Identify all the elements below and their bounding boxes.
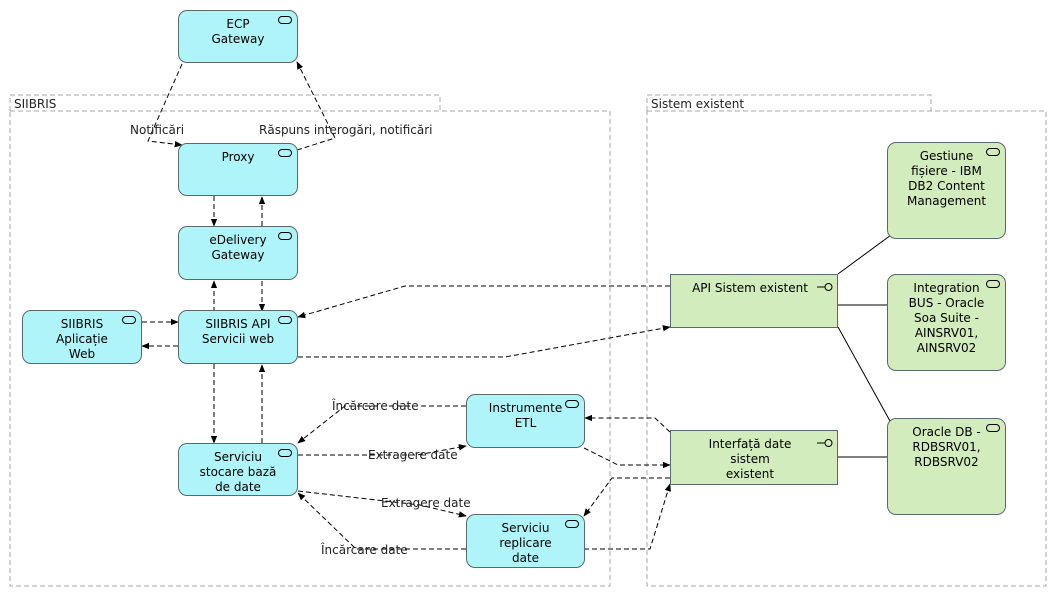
node-interface-existing-label: Interfață date sistem existent — [708, 437, 792, 481]
node-replication-service-label: Serviciu replicare date — [499, 521, 552, 565]
node-siibris-api-label: SIIBRIS API Servicii web — [201, 317, 275, 346]
service-icon — [986, 424, 1000, 432]
edge-label-raspuns: Răspuns interogări, notificări — [259, 123, 433, 137]
node-replication-service[interactable]: Serviciu replicare date — [466, 514, 585, 568]
node-ecp-gateway[interactable]: ECP Gateway — [178, 10, 298, 63]
edge-label-extragere-repl: Extragere date — [381, 496, 471, 510]
node-edelivery-gateway-label: eDelivery Gateway — [209, 233, 267, 262]
edge-ecp-to-proxy — [147, 63, 183, 148]
node-content-management[interactable]: Gestiune fișiere - IBM DB2 Content Manag… — [887, 142, 1006, 239]
interface-icon — [817, 439, 833, 447]
service-icon — [278, 16, 292, 24]
edge-iface-to-etl — [584, 414, 671, 433]
node-oracle-db-label: Oracle DB - RDBSRV01, RDBSRV02 — [912, 425, 981, 469]
group-title-existing: Sistem existent — [651, 97, 745, 111]
service-icon — [565, 400, 579, 408]
edge-label-extragere-etl: Extragere date — [368, 448, 458, 462]
group-siibris-frame — [9, 94, 611, 587]
node-integration-bus-label: Integration BUS - Oracle Soa Suite - AIN… — [908, 281, 985, 355]
edge-label-incarcare-repl: Încărcare date — [321, 543, 408, 557]
edge-api-to-apiext — [298, 325, 671, 358]
service-icon — [278, 449, 292, 457]
edge-label-notificari: Notificări — [130, 123, 185, 137]
node-proxy-label: Proxy — [221, 150, 255, 164]
service-icon — [565, 520, 579, 528]
node-content-management-label: Gestiune fișiere - IBM DB2 Content Manag… — [906, 149, 987, 208]
service-icon — [986, 148, 1000, 156]
service-icon — [122, 316, 136, 324]
node-storage-service[interactable]: Serviciu stocare bază de date — [178, 443, 298, 496]
node-etl-tools-label: Instrumente ETL — [488, 401, 563, 430]
node-api-existing[interactable]: API Sistem existent — [670, 274, 838, 328]
node-integration-bus[interactable]: Integration BUS - Oracle Soa Suite - AIN… — [887, 274, 1006, 371]
group-existing-frame — [646, 94, 1047, 587]
node-api-existing-label: API Sistem existent — [692, 281, 808, 295]
edge-etl-to-storage — [297, 405, 466, 444]
edge-etl-to-iface — [583, 447, 671, 469]
service-icon — [278, 149, 292, 157]
node-siibris-api[interactable]: SIIBRIS API Servicii web — [178, 310, 298, 364]
assoc-api-to-oracle — [837, 326, 891, 422]
node-proxy[interactable]: Proxy — [178, 143, 298, 196]
edge-repl-to-storage — [297, 492, 466, 550]
edge-iface-to-repl — [583, 477, 670, 517]
edge-repl-to-iface — [584, 483, 671, 550]
edge-label-incarcare-etl: Încărcare date — [332, 399, 419, 413]
group-title-siibris: SIIBRIS — [14, 97, 57, 111]
edge-storage-to-repl — [297, 490, 467, 518]
node-siibris-web-app-label: SIIBRIS Aplicație Web — [56, 317, 108, 361]
node-siibris-web-app[interactable]: SIIBRIS Aplicație Web — [22, 310, 142, 364]
edge-proxy-to-ecp — [296, 61, 336, 151]
interface-icon — [817, 283, 833, 291]
node-interface-existing[interactable]: Interfață date sistem existent — [670, 430, 838, 485]
node-edelivery-gateway[interactable]: eDelivery Gateway — [178, 226, 298, 280]
assoc-api-to-content — [837, 234, 892, 275]
edges — [141, 61, 671, 550]
node-ecp-gateway-label: ECP Gateway — [211, 17, 265, 46]
service-icon — [278, 232, 292, 240]
node-oracle-db[interactable]: Oracle DB - RDBSRV01, RDBSRV02 — [887, 418, 1006, 515]
service-icon — [986, 280, 1000, 288]
node-etl-tools[interactable]: Instrumente ETL — [466, 394, 585, 448]
edge-apiext-to-api — [297, 285, 670, 319]
node-storage-service-label: Serviciu stocare bază de date — [199, 450, 277, 494]
associations — [837, 234, 892, 458]
service-icon — [278, 316, 292, 324]
edge-storage-to-etl — [298, 444, 467, 456]
